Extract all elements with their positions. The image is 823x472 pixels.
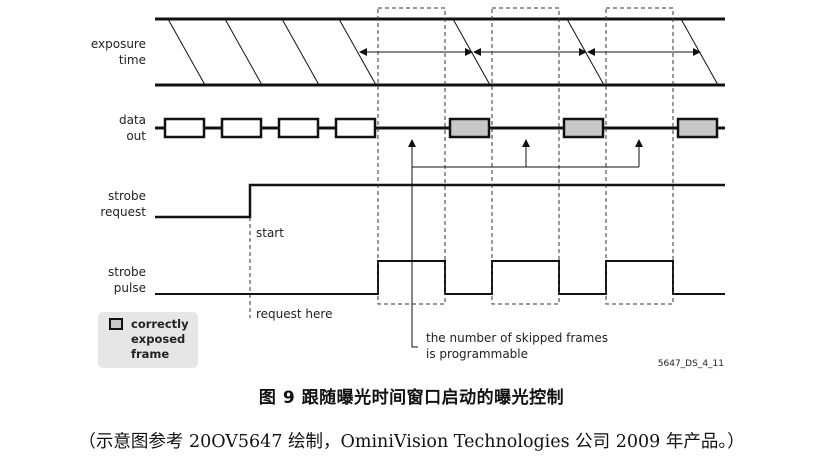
frame-box (334, 117, 377, 139)
skipped-frames-label-line2: is programmable (426, 347, 528, 361)
frame-box (163, 117, 206, 139)
exposure-rails (155, 17, 725, 87)
source-note: （示意图参考 20OV5647 绘制，OminiVision Technolog… (78, 432, 745, 452)
legend-line3: frame (131, 347, 169, 361)
request-here-label: request here (256, 307, 332, 321)
exposure-label-line1: exposure (91, 37, 146, 51)
strobe-request-signal (155, 183, 725, 219)
legend-line2: exposed (131, 332, 185, 346)
strobe-pulse-signal (155, 260, 725, 295)
data-out-label-line2: out (126, 129, 146, 143)
figure-caption: 图 9 跟随曝光时间窗口启动的曝光控制 (258, 388, 565, 408)
timing-diagram: exposure time data out strobe request st… (91, 7, 725, 369)
strobe-pulse-label-line1: strobe (108, 265, 146, 279)
dashed-guides (249, 7, 674, 318)
frame-box (220, 117, 263, 139)
skipped-frames-arrows (408, 139, 643, 348)
data-frames (163, 117, 719, 139)
legend: correctly exposed frame (98, 312, 198, 368)
exposed-frame-box (676, 117, 719, 139)
strobe-request-label-line2: request (100, 205, 146, 219)
exposed-frame-box (448, 117, 491, 139)
frame-box (277, 117, 320, 139)
strobe-request-label-line1: strobe (108, 189, 146, 203)
skipped-frames-label-line1: the number of skipped frames (426, 331, 608, 345)
legend-swatch (109, 318, 123, 330)
start-label: start (256, 226, 284, 240)
strobe-pulse-label-line2: pulse (114, 281, 146, 295)
figure-id: 5647_DS_4_11 (658, 359, 724, 369)
data-out-label-line1: data (119, 113, 146, 127)
exposure-label-line2: time (119, 53, 146, 67)
legend-line1: correctly (131, 317, 189, 331)
exposed-frame-box (562, 117, 605, 139)
